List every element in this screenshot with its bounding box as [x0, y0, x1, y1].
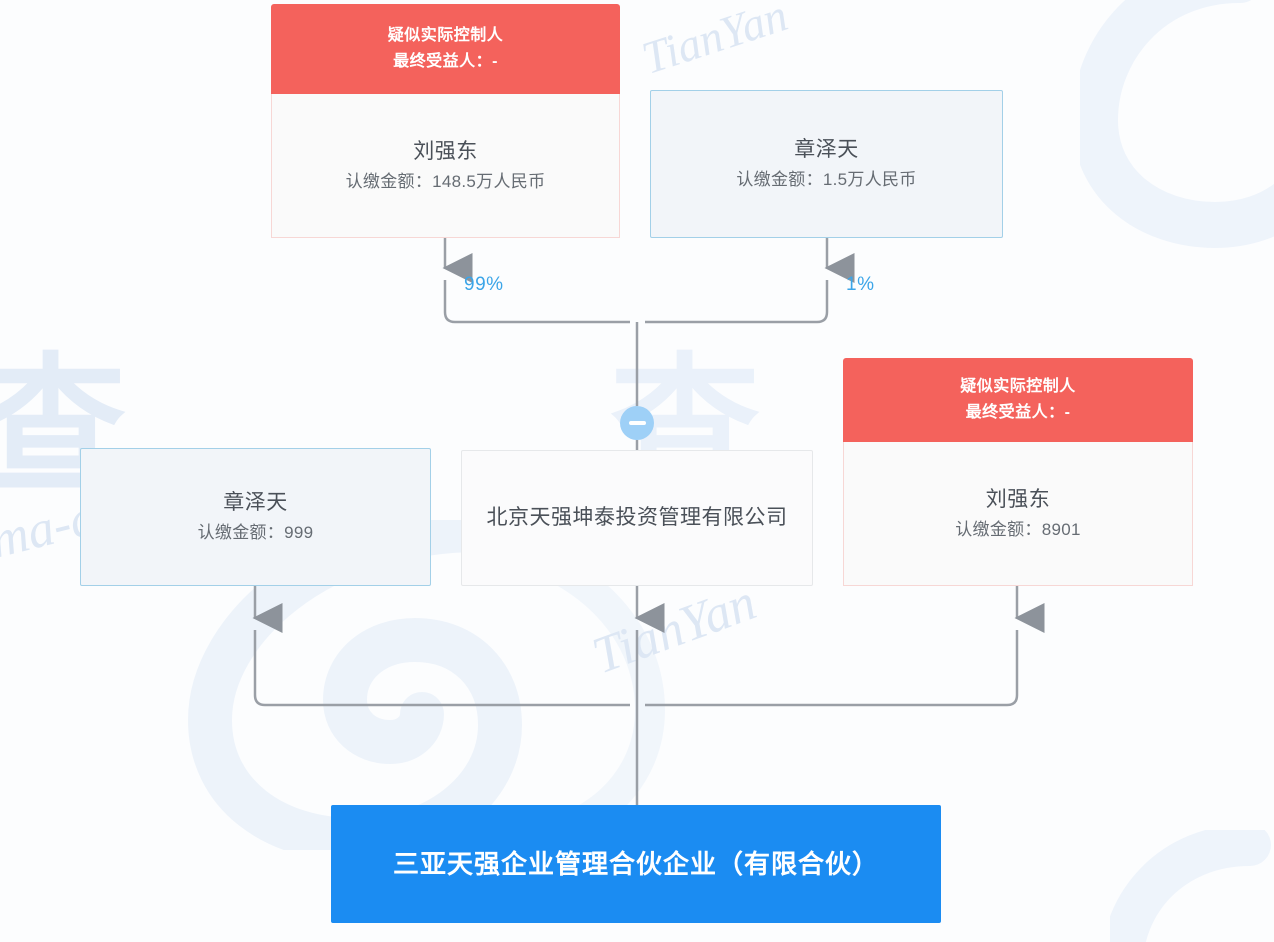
node-root-company[interactable]: 三亚天强企业管理合伙企业（有限合伙） [331, 805, 941, 923]
node-amount: 认缴金额：8901 [955, 519, 1081, 539]
edge-top-right-tail [645, 280, 829, 324]
node-name: 刘强东 [985, 487, 1051, 511]
node-name: 章泽天 [223, 491, 288, 514]
badge-line-1: 疑似实际控制人 [387, 27, 504, 44]
edge-mid-left-tail [253, 630, 630, 707]
badge-line-2: 最终受益人：- [965, 404, 1071, 421]
edge-label-99: 99% [464, 274, 504, 295]
node-name: 刘强东 [413, 139, 478, 163]
node-mid-left[interactable]: 章泽天 认缴金额：999 [80, 448, 431, 586]
node-name: 章泽天 [794, 138, 859, 161]
edge-label-1: 1% [846, 274, 875, 295]
node-mid-center[interactable]: 北京天强坤泰投资管理有限公司 [461, 450, 813, 586]
node-top-left[interactable]: 刘强东 认缴金额：148.5万人民币 [271, 94, 620, 238]
badge-line-2: 最终受益人：- [393, 53, 498, 70]
node-mid-right-badge: 疑似实际控制人 最终受益人：- [843, 358, 1193, 451]
node-mid-right[interactable]: 刘强东 认缴金额：8901 [843, 442, 1193, 586]
edge-top-left-tail [443, 280, 630, 324]
node-top-right[interactable]: 章泽天 认缴金额：1.5万人民币 [650, 90, 1003, 238]
node-name: 三亚天强企业管理合伙企业（有限合伙） [392, 849, 879, 879]
collapse-toggle-minus-button[interactable] [620, 406, 654, 440]
node-amount: 认缴金额：1.5万人民币 [736, 170, 917, 189]
node-amount: 认缴金额：999 [197, 523, 314, 542]
node-amount: 认缴金额：148.5万人民币 [345, 171, 546, 191]
node-name: 北京天强坤泰投资管理有限公司 [486, 506, 788, 529]
edge-mid-right-tail [645, 630, 1019, 707]
minus-icon [628, 421, 646, 425]
badge-line-1: 疑似实际控制人 [960, 378, 1076, 395]
node-top-left-badge: 疑似实际控制人 最终受益人：- [271, 4, 620, 103]
